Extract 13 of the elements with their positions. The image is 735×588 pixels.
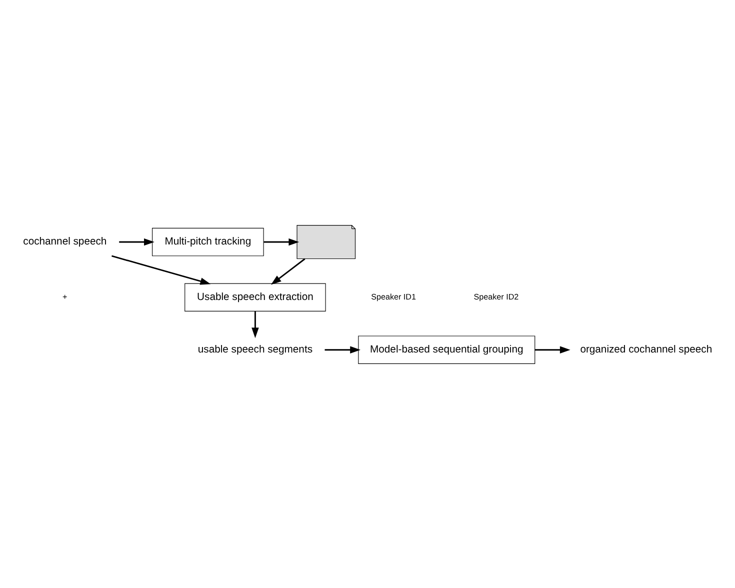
node-text: usable speech segments	[198, 344, 313, 355]
arrow	[534, 346, 570, 353]
arrow	[252, 310, 259, 338]
node-box: Model-based sequential grouping	[358, 335, 536, 364]
node-text: cochannel speech	[23, 236, 107, 248]
arrow	[112, 254, 211, 284]
arrow	[270, 258, 306, 284]
arrow	[264, 238, 300, 246]
node-box: Multi-pitch tracking	[152, 227, 264, 256]
arrow	[324, 346, 360, 353]
node-text: organized cochannel speech	[580, 344, 712, 355]
node-box: Usable speech extraction	[184, 282, 326, 311]
arrow	[119, 238, 154, 246]
